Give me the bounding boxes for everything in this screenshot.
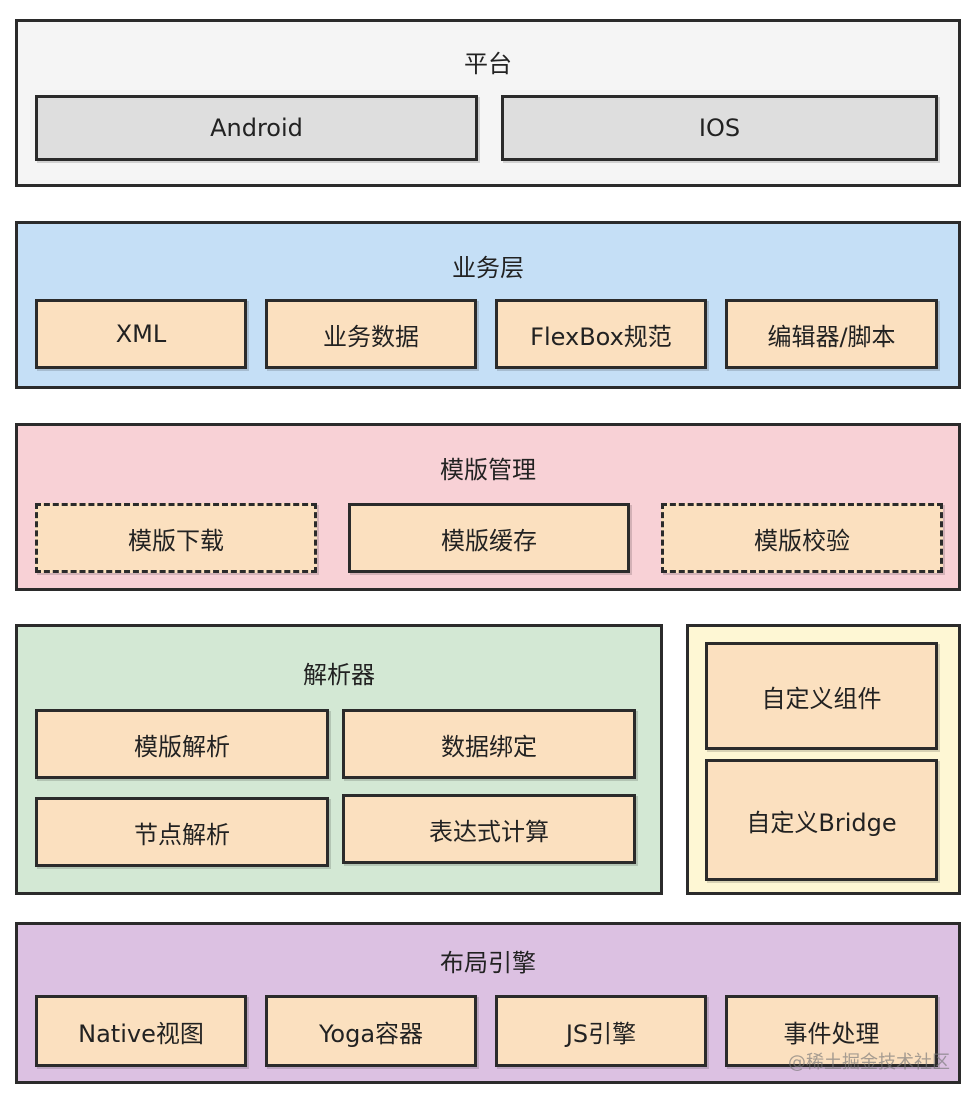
layout-js-engine-box: JS引擎	[495, 995, 707, 1067]
template-cache-box: 模版缓存	[348, 503, 630, 573]
business-data-box: 业务数据	[265, 299, 477, 369]
layout-title: 布局引擎	[440, 949, 536, 977]
platform-android-box: Android	[35, 95, 478, 161]
business-flexbox-box: FlexBox规范	[495, 299, 707, 369]
platform-title: 平台	[464, 50, 512, 78]
template-verify-box: 模版校验	[661, 503, 943, 573]
business-editor-box: 编辑器/脚本	[725, 299, 938, 369]
parser-title: 解析器	[303, 661, 375, 689]
platform-ios-box: IOS	[501, 95, 938, 161]
business-layer: 业务层 XML 业务数据 FlexBox规范 编辑器/脚本	[15, 221, 961, 389]
layout-yoga-box: Yoga容器	[265, 995, 477, 1067]
layout-event-box: 事件处理	[725, 995, 938, 1067]
template-title: 模版管理	[440, 456, 536, 484]
parser-data-binding-box: 数据绑定	[342, 709, 636, 779]
custom-bridge-box: 自定义Bridge	[705, 759, 938, 881]
custom-component-box: 自定义组件	[705, 642, 938, 750]
business-title: 业务层	[452, 254, 524, 282]
template-layer: 模版管理 模版下载 模版缓存 模版校验	[15, 423, 961, 591]
template-download-box: 模版下载	[35, 503, 317, 573]
parser-expression-box: 表达式计算	[342, 794, 636, 864]
parser-node-parse-box: 节点解析	[35, 797, 329, 867]
layout-native-view-box: Native视图	[35, 995, 247, 1067]
business-xml-box: XML	[35, 299, 247, 369]
layout-layer: 布局引擎 Native视图 Yoga容器 JS引擎 事件处理	[15, 922, 961, 1084]
parser-template-parse-box: 模版解析	[35, 709, 329, 779]
custom-layer: 自定义组件 自定义Bridge	[686, 624, 961, 895]
watermark: @稀土掘金技术社区	[788, 1052, 950, 1073]
platform-layer: 平台 Android IOS	[15, 19, 961, 187]
parser-layer: 解析器 模版解析 数据绑定 节点解析 表达式计算	[15, 624, 663, 895]
